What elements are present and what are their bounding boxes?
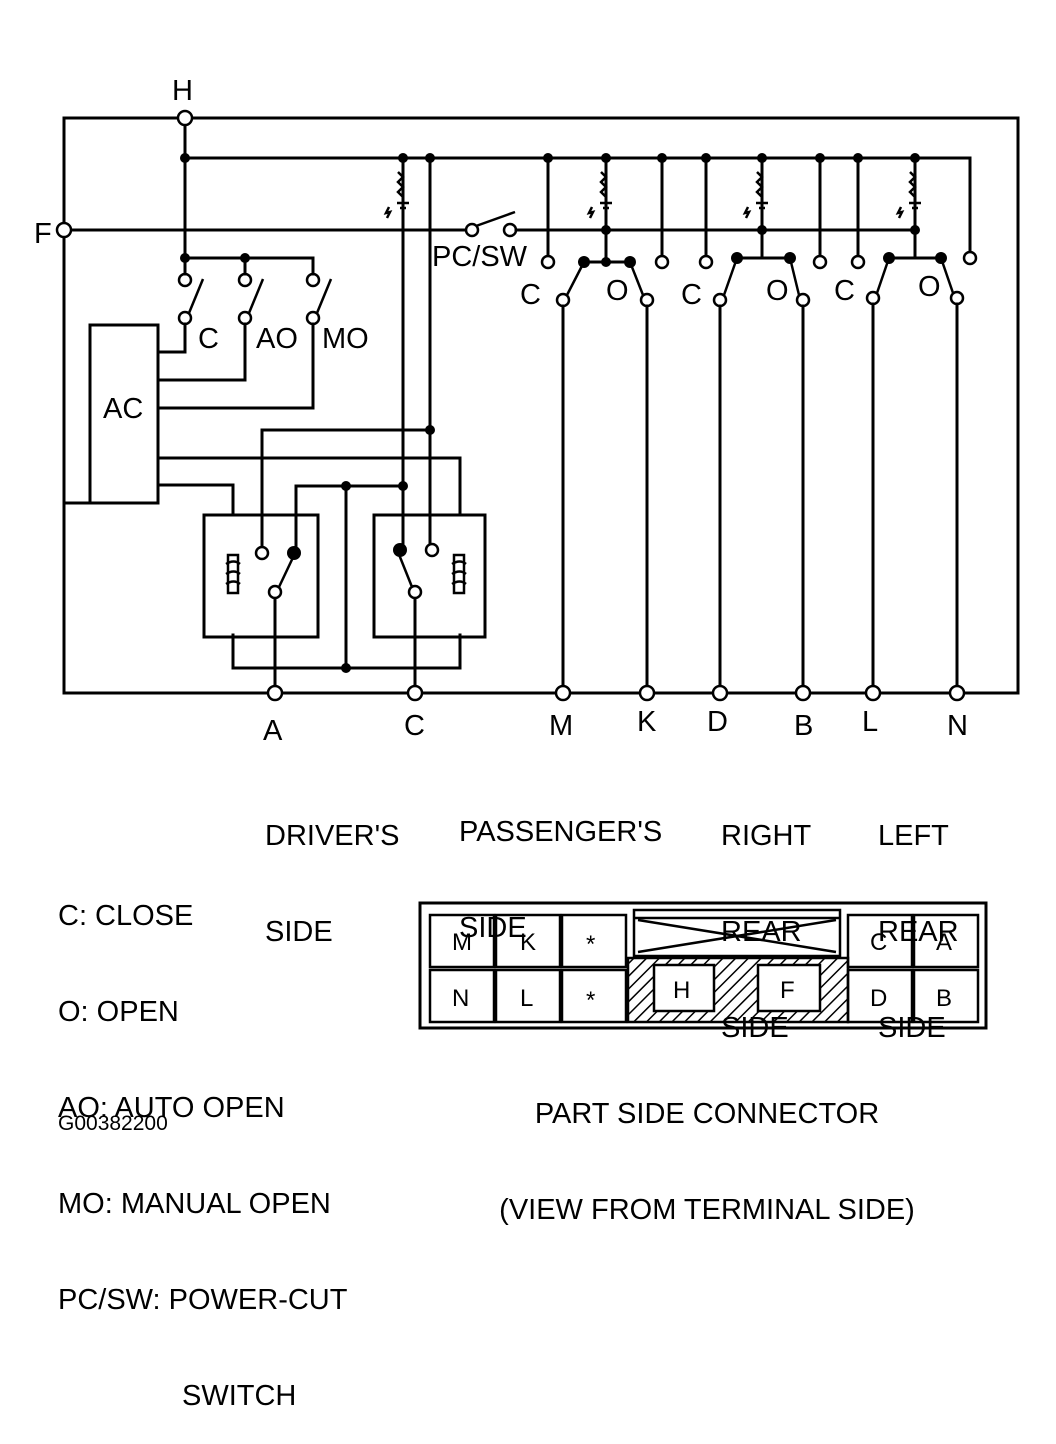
connector-pin-c: C xyxy=(870,929,887,956)
ac-unit xyxy=(62,323,160,505)
part-side-connector xyxy=(418,901,988,1030)
h-bus-drops xyxy=(398,153,972,492)
ac-label: AC xyxy=(103,393,143,425)
caption-line: DRIVER'S xyxy=(265,820,400,852)
outer-frame xyxy=(62,116,1020,695)
figure-code: G00382200 xyxy=(58,1112,168,1135)
connector-caption-line: PART SIDE CONNECTOR xyxy=(534,1098,880,1130)
terminal-k-label: K xyxy=(637,706,657,738)
diode-branches xyxy=(383,156,921,492)
legend-item: C: CLOSE xyxy=(58,900,194,932)
connector-pin-k: K xyxy=(520,929,536,956)
driver-relay-right xyxy=(372,513,487,639)
node-h-label: H xyxy=(172,75,193,107)
terminal-l-label: L xyxy=(862,706,878,738)
switch-ao-label: AO xyxy=(256,323,298,355)
caption-line: REAR xyxy=(878,916,959,948)
right-rear-switch xyxy=(698,252,828,695)
frame-terminals xyxy=(55,109,966,702)
terminal-b-label: B xyxy=(794,710,813,742)
connector-caption-line: (VIEW FROM TERMINAL SIDE) xyxy=(499,1194,915,1226)
legend-item: PC/SW: POWER-CUT xyxy=(58,1284,348,1316)
passenger-c-label: C xyxy=(520,279,541,311)
connector-pin-m: M xyxy=(452,929,472,956)
caption-line: SIDE xyxy=(459,912,527,944)
terminal-c-label: C xyxy=(404,710,425,742)
right-rear-o-label: O xyxy=(766,275,789,307)
h-bus xyxy=(180,116,972,263)
passenger-side-caption: PASSENGER'S SIDE xyxy=(459,752,662,976)
right-rear-side-caption: RIGHT REAR SIDE xyxy=(721,756,811,1076)
passenger-o-label: O xyxy=(606,275,629,307)
connector-pin-f: F xyxy=(780,977,795,1004)
connector-pin-a: A xyxy=(936,929,952,956)
connector-pin-n: N xyxy=(452,985,469,1012)
terminal-a-label: A xyxy=(263,715,283,747)
caption-line: SIDE xyxy=(721,1012,789,1044)
driver-side-caption: DRIVER'S SIDE xyxy=(265,756,399,980)
left-rear-switch xyxy=(850,250,978,695)
caption-line: SIDE xyxy=(265,916,333,948)
legend-item: O: OPEN xyxy=(58,996,179,1028)
left-rear-o-label: O xyxy=(918,271,941,303)
legend-item: MO: MANUAL OPEN xyxy=(58,1188,331,1220)
legend-item: SWITCH xyxy=(182,1380,297,1412)
caption-line: RIGHT xyxy=(721,820,812,852)
connector-pin-h: H xyxy=(673,977,690,1004)
legend-item: AO: AUTO OPEN xyxy=(58,1092,285,1124)
terminal-d-label: D xyxy=(707,706,728,738)
power-cut-switch xyxy=(464,210,550,238)
wiring-diagram: H F PC/SW C AO MO AC C O C O C O A C M K… xyxy=(34,75,1020,1030)
left-rear-c-label: C xyxy=(834,275,855,307)
node-f-label: F xyxy=(34,218,52,250)
connector-pin-d: D xyxy=(870,985,887,1012)
switch-c-label: C xyxy=(198,323,219,355)
terminal-m-label: M xyxy=(549,710,573,742)
caption-line: PASSENGER'S xyxy=(459,816,663,848)
connector-pin-b: B xyxy=(936,985,952,1012)
caption-line: SIDE xyxy=(878,1012,946,1044)
passenger-switch xyxy=(540,254,670,695)
terminal-n-label: N xyxy=(947,710,968,742)
control-switches xyxy=(156,256,333,410)
driver-relay-left xyxy=(202,513,320,639)
relay-wiring xyxy=(156,425,462,695)
connector-pin-star-2: * xyxy=(586,987,595,1014)
switch-mo-label: MO xyxy=(322,323,369,355)
legend: C: CLOSE O: OPEN AO: AUTO OPEN MO: MANUA… xyxy=(58,836,347,1444)
right-rear-c-label: C xyxy=(681,279,702,311)
caption-line: REAR xyxy=(721,916,802,948)
connector-pin-star-1: * xyxy=(586,931,595,958)
left-rear-side-caption: LEFT REAR SIDE xyxy=(878,756,959,1076)
pc-sw-label: PC/SW xyxy=(432,241,528,273)
caption-line: LEFT xyxy=(878,820,949,852)
connector-pin-l: L xyxy=(520,985,533,1012)
connector-caption: PART SIDE CONNECTOR (VIEW FROM TERMINAL … xyxy=(464,1034,950,1258)
